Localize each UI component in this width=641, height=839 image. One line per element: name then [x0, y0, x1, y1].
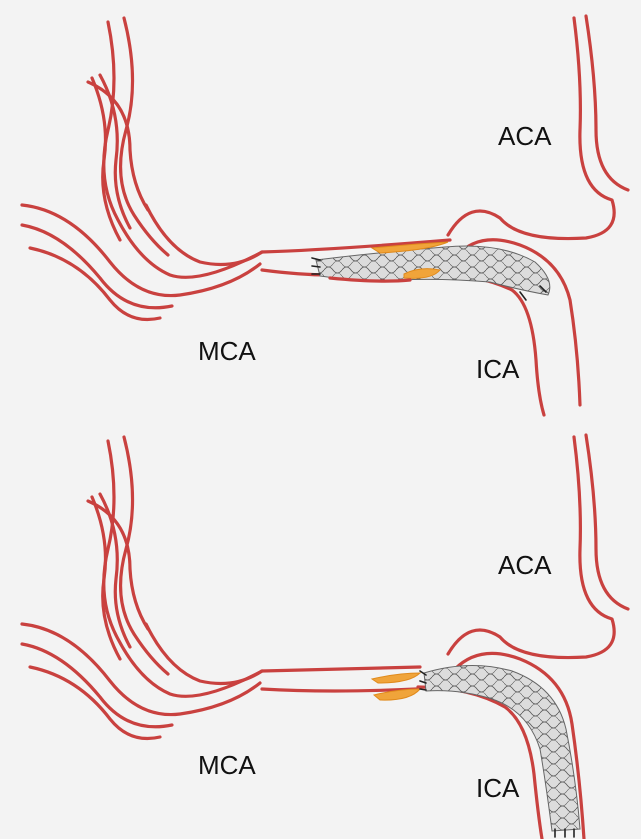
- panel-top-stent-across-mca: ACA MCA ICA: [0, 0, 641, 420]
- mca-branches: [22, 18, 262, 320]
- mca-label: MCA: [198, 336, 256, 366]
- ica-label: ICA: [476, 354, 520, 384]
- panel-bottom-stent-into-ica: ACA MCA ICA: [0, 419, 641, 839]
- mca-branches: [22, 437, 262, 739]
- ica-label: ICA: [476, 773, 520, 803]
- mca-label: MCA: [198, 750, 256, 780]
- stent-bottom: [420, 665, 580, 837]
- plaque-bottom: [372, 673, 420, 700]
- aca-vessel: [448, 435, 628, 658]
- aca-label: ACA: [498, 550, 552, 580]
- aca-label: ACA: [498, 121, 552, 151]
